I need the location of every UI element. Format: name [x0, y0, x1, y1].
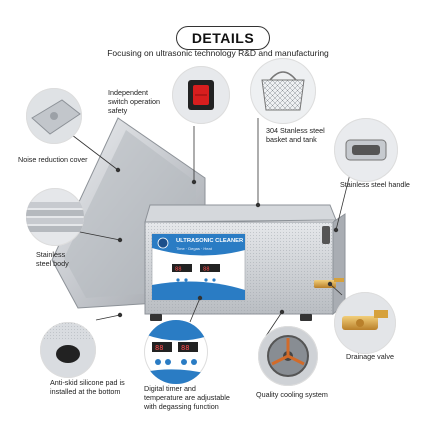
timer-detail-circle: 88 88 [144, 320, 208, 384]
drain-label: Drainage valve [346, 352, 394, 361]
cooling-label: Quality cooling system [256, 390, 328, 399]
control-panel: 88 88 [151, 233, 246, 301]
switch-label: Independent switch operation safety [108, 88, 160, 115]
svg-text:88: 88 [181, 344, 189, 352]
subtitle: Focusing on ultrasonic technology R&D an… [107, 48, 329, 58]
timer-label: Digital timer and temperature are adjust… [144, 384, 230, 411]
cooling-detail-circle [258, 326, 318, 386]
pad-label: Anti-skid silicone pad is installed at t… [50, 378, 125, 396]
basket-detail-circle [250, 58, 316, 124]
handle-detail-circle [334, 118, 398, 182]
svg-text:88: 88 [155, 344, 163, 352]
switch-detail-circle [172, 66, 230, 124]
panel-brand: ULTRASONIC CLEANER [176, 238, 244, 244]
details-title: DETAILS [176, 26, 270, 50]
drain-detail-circle [334, 292, 396, 354]
body-handle [322, 226, 330, 244]
cover-detail-circle [26, 88, 82, 144]
handle-label: Stainless steel handle [340, 180, 410, 189]
svg-text:88: 88 [203, 267, 210, 273]
cover-label: Noise reduction cover [18, 155, 88, 164]
svg-text:88: 88 [175, 267, 182, 273]
panel-subtext: Time · Degas · Heat [176, 246, 212, 251]
basket-label: 304 Stanless steel basket and tank [266, 126, 325, 144]
pad-detail-circle [40, 322, 96, 378]
body-detail-circle [26, 188, 84, 246]
body-label: Stainless steel body [36, 250, 69, 268]
